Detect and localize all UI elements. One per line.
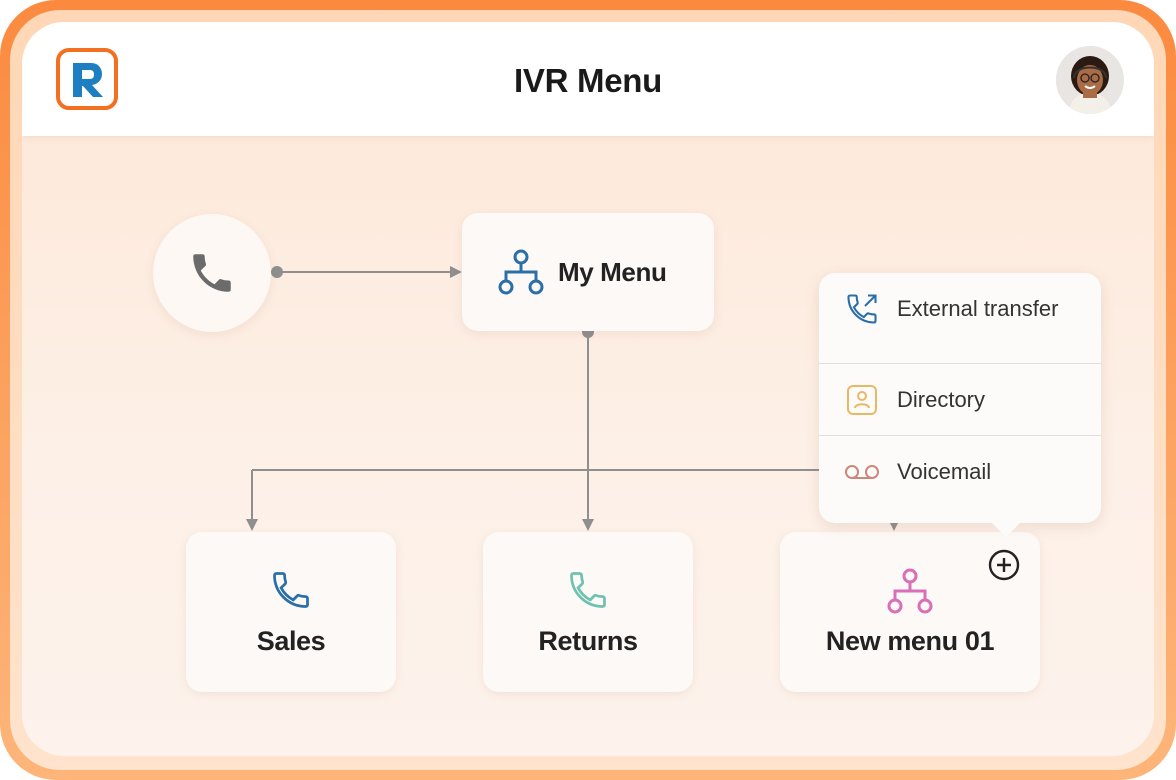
branch-node-sales[interactable]: Sales	[186, 532, 396, 692]
phone-transfer-icon	[847, 294, 877, 324]
branch-label: Sales	[256, 626, 326, 656]
divider	[819, 363, 1101, 364]
page-title: IVR Menu	[514, 62, 662, 99]
phone-icon	[570, 572, 606, 608]
branch-label: Returns	[538, 626, 638, 656]
popup-item-label: Voicemail	[897, 459, 992, 484]
root-menu-label: My Menu	[558, 257, 667, 287]
app-window: IVR Menu	[22, 22, 1154, 756]
popup-item-voicemail[interactable]: Voicemail	[819, 436, 1101, 508]
incoming-call-node[interactable]	[153, 214, 271, 332]
divider	[819, 435, 1101, 436]
header: IVR Menu	[22, 22, 1154, 136]
root-menu-node[interactable]: My Menu	[462, 213, 714, 331]
popup-item-label: External transfer	[897, 296, 1059, 321]
user-avatar-icon[interactable]	[1056, 46, 1124, 114]
popup-item-label: Directory	[897, 387, 986, 412]
r-logo-icon[interactable]	[56, 48, 118, 110]
directory-icon	[847, 385, 877, 415]
menu-tree-icon	[498, 249, 544, 295]
add-option-popup: External transfer Directory	[819, 273, 1101, 537]
branch-node-returns[interactable]: Returns	[483, 532, 693, 692]
phone-icon	[193, 254, 231, 292]
voicemail-icon	[845, 465, 879, 479]
popup-item-directory[interactable]: Directory	[819, 364, 1101, 436]
popup-item-external-transfer[interactable]: External transfer	[819, 273, 1101, 345]
branch-label: New menu 01	[825, 626, 995, 656]
plus-circle-icon[interactable]	[987, 548, 1021, 582]
branch-node-new-menu[interactable]: New menu 01	[780, 532, 1040, 692]
menu-tree-icon	[887, 568, 933, 614]
phone-icon	[273, 572, 309, 608]
